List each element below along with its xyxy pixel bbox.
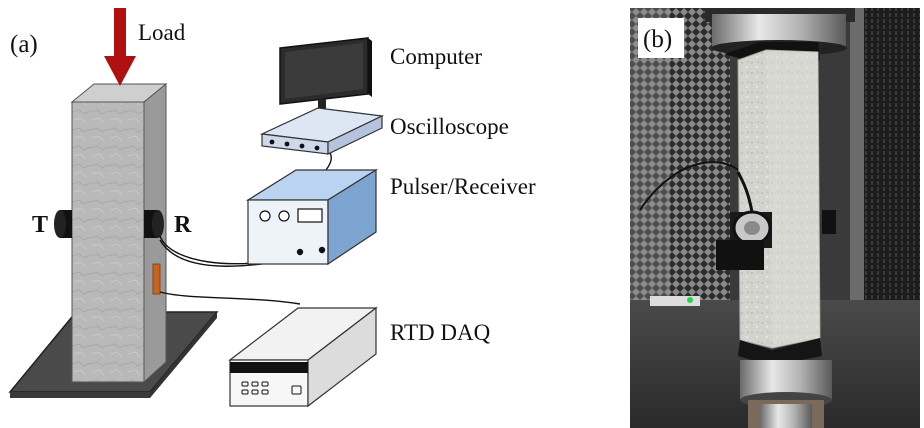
transmitter-transducer [54,210,72,238]
rtd-daq-label: RTD DAQ [390,320,491,345]
receiver-label: R [174,212,192,238]
rtd-cable [159,291,301,305]
load-label: Load [138,20,186,45]
rtd-daq-device [228,306,378,408]
panel-b-label: (b) [643,26,672,53]
concrete-specimen [70,82,168,384]
load-arrow [104,8,136,86]
rtd-sensor [152,263,161,295]
computer-monitor [279,37,372,120]
panel-b-photo: (b) [630,8,920,428]
pulser-receiver-device [245,168,379,266]
pulser-receiver-label: Pulser/Receiver [390,174,536,199]
oscilloscope-label: Oscilloscope [390,114,509,139]
receiver-transducer [144,210,164,238]
oscilloscope-device [259,107,385,155]
panel-a-label: (a) [10,31,38,58]
transmitter-label: T [32,212,48,238]
computer-label: Computer [390,44,482,69]
panel-a: (a) Load T R [8,8,536,408]
